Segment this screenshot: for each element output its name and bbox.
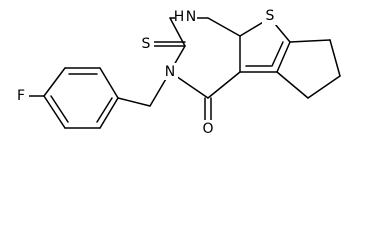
bond bbox=[207, 71, 241, 99]
carbonyl-o-label: O bbox=[202, 121, 213, 137]
bond bbox=[276, 41, 291, 73]
bond bbox=[117, 97, 151, 107]
label-masks bbox=[13, 8, 278, 137]
molecule-structure-diagram: F H N N S S O bbox=[13, 8, 341, 137]
bond bbox=[207, 17, 241, 37]
bond bbox=[276, 71, 309, 99]
bond bbox=[43, 67, 66, 97]
bond bbox=[50, 95, 69, 123]
bond bbox=[96, 97, 113, 123]
ring-nh-label: N bbox=[186, 9, 196, 25]
bond bbox=[329, 39, 341, 77]
bond bbox=[99, 97, 119, 129]
bonds bbox=[23, 17, 341, 129]
atom-labels: F H N N S S O bbox=[17, 8, 275, 137]
bond bbox=[99, 67, 119, 99]
thione-s-label: S bbox=[142, 36, 151, 52]
bond bbox=[289, 39, 331, 43]
bond bbox=[307, 75, 341, 99]
thiophene-s-label: S bbox=[266, 8, 275, 24]
ring-n-label: N bbox=[165, 64, 175, 80]
fluorine-label: F bbox=[17, 88, 25, 104]
bond bbox=[43, 95, 66, 129]
ring-nh-h-label: H bbox=[174, 9, 185, 25]
bond bbox=[271, 41, 284, 67]
